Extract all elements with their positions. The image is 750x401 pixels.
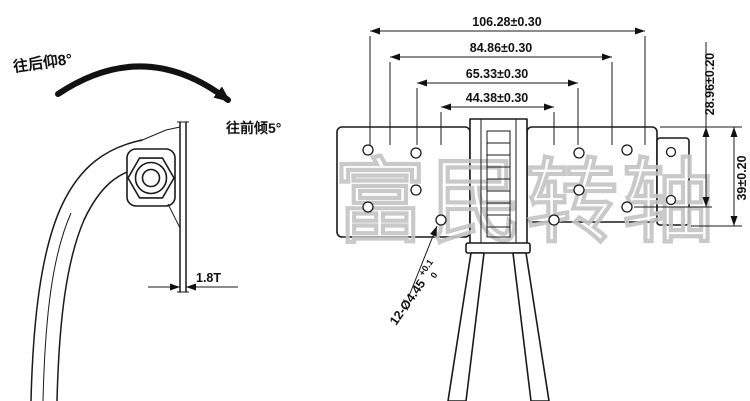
arm-highlight-line bbox=[42, 212, 72, 401]
hole-callout-tol-lower: 0 bbox=[428, 270, 439, 280]
dim-height-upper: 28.96±0.20 bbox=[702, 42, 717, 207]
watermark-text: 富民转轴 bbox=[334, 152, 718, 254]
dim-width-outer: 106.28±0.30 bbox=[369, 15, 646, 145]
right-leg bbox=[512, 252, 550, 401]
hole bbox=[665, 146, 677, 158]
hole bbox=[573, 184, 585, 196]
hole bbox=[548, 214, 560, 226]
front-view-details bbox=[362, 119, 677, 401]
mounting-holes bbox=[362, 144, 677, 226]
dim-height-upper-label: 28.96±0.20 bbox=[703, 53, 717, 116]
horizontal-dimensions: 106.28±0.30 84.86±0.30 65.33±0.30 44.38±… bbox=[369, 15, 646, 145]
hole bbox=[435, 214, 447, 226]
dim-width-inner-label: 44.38±0.30 bbox=[466, 91, 529, 105]
vertical-dimensions: 28.96±0.20 39±0.20 bbox=[634, 42, 749, 227]
dim-thickness-label: 1.8T bbox=[196, 271, 221, 285]
hinge-inner-channel bbox=[486, 130, 511, 238]
hole bbox=[621, 201, 633, 213]
dim-width-3: 65.33±0.30 bbox=[416, 67, 579, 145]
far-right-plate bbox=[656, 137, 690, 226]
side-view: 1.8T 往后仰8° 往前倾5° bbox=[12, 50, 281, 401]
dim-width-outer-label: 106.28±0.30 bbox=[472, 15, 541, 29]
dim-width-inner: 44.38±0.30 bbox=[440, 91, 555, 145]
dim-width-2: 84.86±0.30 bbox=[389, 41, 613, 145]
hole bbox=[621, 144, 633, 156]
hole bbox=[362, 144, 374, 156]
hinge-knuckle-lines bbox=[487, 142, 510, 228]
dim-height-outer-label: 39±0.20 bbox=[735, 155, 749, 200]
dim-thickness: 1.8T bbox=[148, 271, 238, 291]
tilt-back-label: 往后仰8° bbox=[12, 50, 73, 76]
hole bbox=[410, 147, 422, 159]
hole bbox=[665, 194, 677, 206]
dim-width-3-label: 65.33±0.30 bbox=[466, 67, 529, 81]
dim-height-outer: 39±0.20 bbox=[730, 127, 749, 226]
leg-crossbar bbox=[465, 242, 531, 254]
hole bbox=[410, 184, 422, 196]
tilt-back-arrow bbox=[55, 63, 231, 103]
left-leg bbox=[447, 252, 485, 401]
tilt-forward-label: 往前倾5° bbox=[226, 120, 281, 136]
hole bbox=[362, 201, 374, 213]
leader-line bbox=[408, 225, 438, 297]
hole bbox=[573, 147, 585, 159]
bracket-bottom-link bbox=[167, 203, 181, 229]
shaft-circle bbox=[141, 168, 161, 188]
arm-outer-edge bbox=[30, 139, 143, 401]
tilt-back-annotation: 往后仰8° bbox=[12, 50, 231, 103]
hole-callout-main: 12-Ø4.45 bbox=[387, 277, 428, 328]
hole-callout-text: 12-Ø4.45 +0.1 0 bbox=[380, 251, 446, 330]
arm-inner-edge bbox=[56, 166, 144, 401]
bracket-top-link bbox=[139, 126, 181, 142]
dim-width-2-label: 84.86±0.30 bbox=[470, 41, 533, 55]
